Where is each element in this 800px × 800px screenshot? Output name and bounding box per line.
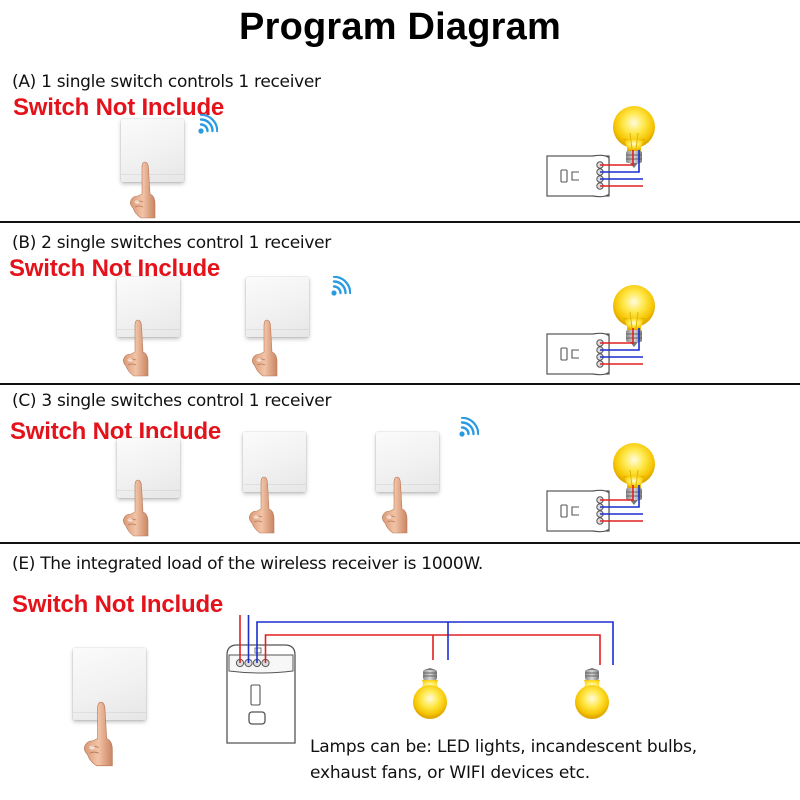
wifi-signal-icon <box>329 276 351 298</box>
section-a-warning: Switch Not Include <box>13 94 225 121</box>
note-line-2: exhaust fans, or WIFI devices etc. <box>310 763 590 783</box>
switch-panel-icon <box>73 648 146 720</box>
section-e-warning: Switch Not Include <box>12 591 224 618</box>
section-b-warning: Switch Not Include <box>9 255 221 282</box>
wifi-signal-icon <box>457 417 479 439</box>
wifi-signal-icon <box>196 114 218 136</box>
wireless-receiver-icon <box>226 644 296 744</box>
section-divider <box>0 221 800 223</box>
wireless-receiver-icon <box>545 328 650 378</box>
wiring-diagram <box>226 615 614 744</box>
section-divider <box>0 383 800 385</box>
light-bulb-icon <box>410 668 450 720</box>
switch-panel-icon <box>246 277 309 337</box>
live-wires <box>239 615 601 665</box>
section-c-warning: Switch Not Include <box>10 418 222 445</box>
section-c-caption: (C) 3 single switches control 1 receiver <box>12 391 332 411</box>
pointing-hand-icon <box>377 475 417 535</box>
pointing-hand-icon <box>247 318 287 378</box>
wireless-receiver-icon <box>545 150 650 200</box>
switch-panel-icon <box>376 432 439 492</box>
pointing-hand-icon <box>125 160 165 220</box>
note-line-1: Lamps can be: LED lights, incandescent b… <box>310 737 698 757</box>
section-b-caption: (B) 2 single switches control 1 receiver <box>12 233 331 253</box>
switch-panel-icon <box>121 119 184 182</box>
page-title: Program Diagram <box>239 6 561 48</box>
switch-panel-icon <box>117 438 180 498</box>
lamp-types-note: Lamps can be: LED lights, incandescent b… <box>310 734 697 786</box>
section-e-caption: (E) The integrated load of the wireless … <box>12 554 484 574</box>
wireless-receiver-icon <box>545 485 650 535</box>
light-bulb-icon <box>572 668 612 720</box>
section-divider <box>0 542 800 544</box>
neutral-wires <box>247 615 614 665</box>
switch-panel-icon <box>117 277 180 337</box>
section-a-caption: (A) 1 single switch controls 1 receiver <box>12 72 321 92</box>
switch-panel-icon <box>243 432 306 492</box>
pointing-hand-icon <box>118 478 158 538</box>
pointing-hand-icon <box>118 318 158 378</box>
pointing-hand-icon <box>78 700 124 768</box>
pointing-hand-icon <box>244 475 284 535</box>
